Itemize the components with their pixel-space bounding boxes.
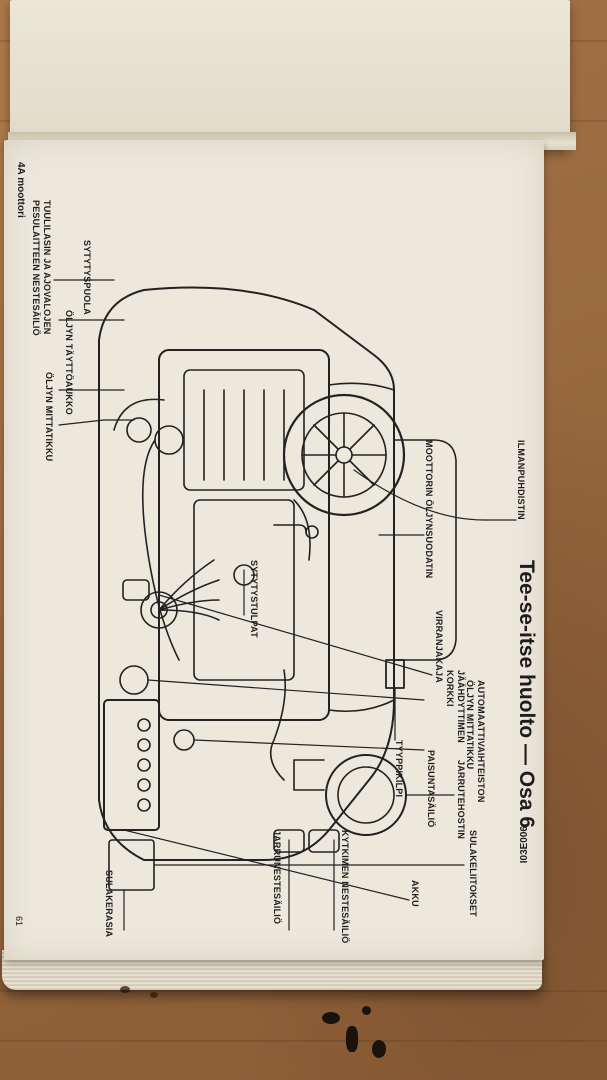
label-sulakeliitokset: SULAKELIITOKSET: [468, 830, 478, 917]
label-sytytystulpat: SYTYTYSTULPAT: [249, 560, 259, 638]
manual-page: Tee-se-itse huolto — Osa 6 4A moottori I…: [4, 140, 544, 960]
label-moottorin-oljynsuodatin: MOOTTORIN ÖLJYNSUODATIN: [424, 440, 434, 579]
label-akku: AKKU: [410, 880, 420, 907]
label-tyyppikilpi: TYYPPIKILPI: [394, 740, 404, 798]
label-jarrunestesailio: JARRUNESTESÄILIÖ: [272, 830, 282, 925]
label-ilmanpuhdistin: ILMANPUHDISTIN: [516, 440, 526, 520]
label-virranjakaja: VIRRANJAKAJA: [434, 610, 444, 683]
label-jaahdyttimen-line2: KORKKI: [445, 670, 455, 707]
label-sytytyspuola: SYTYTYSPUOLA: [82, 240, 92, 315]
label-tuulilasi-line1: TUULILASIN JA AJOVALOJEN: [42, 200, 52, 335]
label-automaatti-line2: ÖLJYN MITTATIKKU: [465, 680, 475, 770]
label-paisuntasailio: PAISUNTASÄILIÖ: [426, 750, 436, 828]
label-tuulilasi-line2: PESULAITTEEN NESTESÄILIÖ: [31, 200, 41, 336]
label-oljyn-tayttoaukko: ÖLJYN TÄYTTÖAUKKO: [64, 310, 74, 415]
back-page: [10, 0, 570, 150]
label-kytkimen-nestesailio: KYTKIMEN NESTESÄILIÖ: [340, 830, 350, 944]
page-content: Tee-se-itse huolto — Osa 6 4A moottori I…: [4, 140, 544, 960]
label-oljyn-mittatikku: ÖLJYN MITTATIKKU: [44, 372, 54, 462]
label-automaatti-line1: AUTOMAATTIVAIHTEISTON: [476, 680, 486, 803]
label-sulakerasia: SULAKERASIA: [104, 870, 114, 938]
engine-bay-diagram: [53, 279, 517, 931]
label-jarrutehostin: JARRUTEHOSTIN: [456, 760, 466, 840]
